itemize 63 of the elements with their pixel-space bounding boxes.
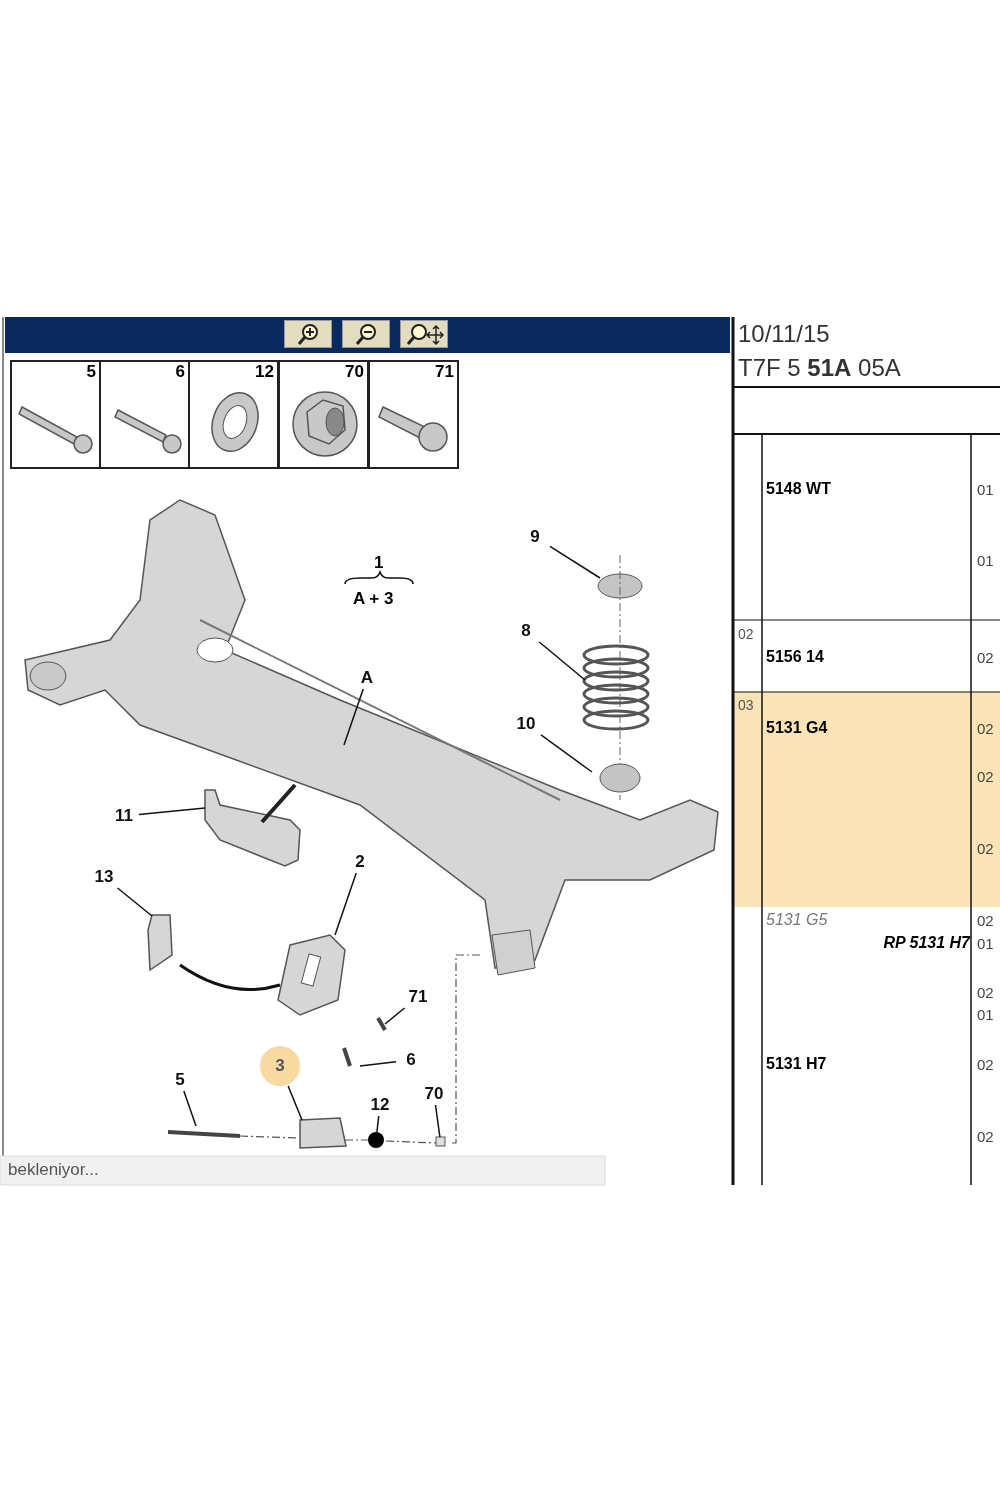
leader-line (287, 1085, 303, 1121)
nut-drawing (435, 1136, 446, 1147)
callout-number: 71 (435, 362, 454, 382)
leader-line (376, 1115, 380, 1133)
leader-line (116, 887, 153, 917)
callout-number: 70 (345, 362, 364, 382)
callout-number: 5 (86, 362, 96, 382)
callout-number: 2 (345, 851, 375, 873)
callout-number: 5 (165, 1069, 195, 1091)
callout-number: 1 (374, 553, 384, 573)
leader-line (384, 1007, 406, 1025)
callout-number: 3 (260, 1046, 300, 1086)
leader-line (549, 545, 601, 579)
part-number: 5148 WT (766, 480, 831, 498)
replacement-part-number: RP 5131 H7 (883, 934, 970, 952)
callout-number: 10 (511, 713, 541, 735)
callout-number: A + 3 (353, 589, 394, 609)
callout-number: 71 (403, 986, 433, 1008)
part-number: 5131 G5 (766, 911, 828, 929)
quantity: 02 (977, 1056, 994, 1073)
part-thumbnail (188, 360, 279, 469)
quantity: 01 (977, 935, 994, 952)
part-thumbnail (99, 360, 190, 469)
quantity: 02 (977, 840, 994, 857)
quantity: 02 (977, 912, 994, 929)
callout-number: 9 (520, 526, 550, 548)
quantity: 02 (977, 720, 994, 737)
callout-number: 6 (396, 1049, 426, 1071)
leader-line (359, 1061, 397, 1067)
callout-number: 6 (175, 362, 185, 382)
leader-line (538, 641, 586, 681)
reference-code: T7F 5 51A 05A (738, 354, 901, 382)
callout-number: 70 (419, 1083, 449, 1105)
quantity: 02 (977, 1128, 994, 1145)
callout-number: 11 (109, 805, 139, 827)
part-number: 5131 H7 (766, 1055, 827, 1073)
quantity: 01 (977, 552, 994, 569)
part-thumbnail (10, 360, 101, 469)
leader-line (138, 807, 206, 816)
part-thumbnail (278, 360, 369, 469)
callout-number: 12 (365, 1094, 395, 1116)
date-text: 10/11/15 (738, 320, 830, 348)
callout-number: 13 (89, 866, 119, 888)
quantity: 01 (977, 481, 994, 498)
leader-line (334, 872, 357, 936)
quantity: 02 (977, 649, 994, 666)
quantity: 02 (977, 984, 994, 1001)
leader-line (343, 688, 364, 746)
quantity: 02 (977, 768, 994, 785)
callout-number: 12 (255, 362, 274, 382)
leader-line (183, 1090, 197, 1127)
leader-line (434, 1104, 441, 1138)
row-number: 02 (738, 626, 754, 642)
part-number: 5156 14 (766, 648, 824, 666)
part-number: 5131 G4 (766, 719, 828, 737)
callout-number: A (352, 667, 382, 689)
status-text: bekleniyor... (8, 1160, 99, 1180)
callout-number: 8 (511, 620, 541, 642)
row-number: 03 (738, 697, 754, 713)
part-thumbnail (368, 360, 459, 469)
leader-line (540, 734, 593, 773)
washer-drawing (368, 1132, 384, 1148)
quantity: 01 (977, 1006, 994, 1023)
